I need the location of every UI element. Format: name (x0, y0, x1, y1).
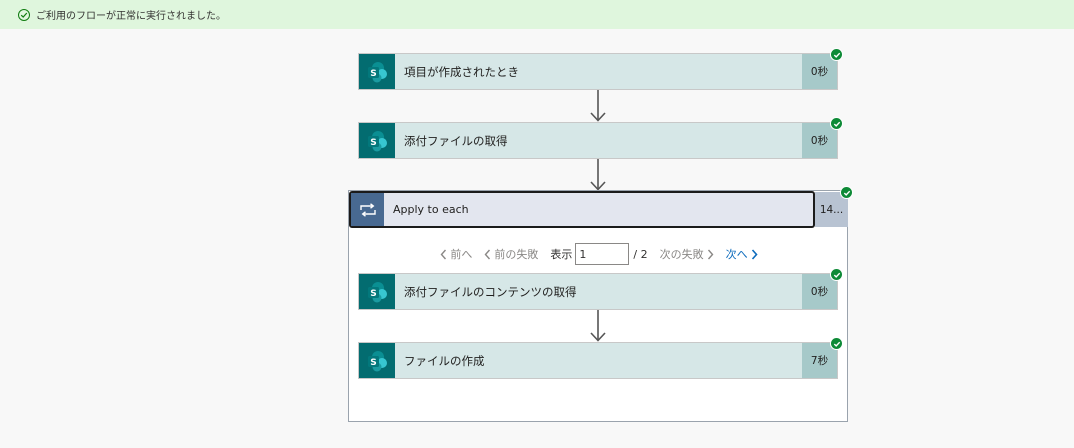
svg-text:S: S (370, 289, 376, 299)
svg-text:S: S (370, 69, 376, 79)
step-title: 添付ファイルの取得 (404, 133, 508, 148)
prev-failed-button[interactable]: 前の失敗 (484, 246, 538, 262)
step-duration: 7秒 (802, 343, 837, 378)
step-duration: 0秒 (802, 274, 837, 309)
loop-icon (351, 193, 384, 226)
iteration-input[interactable] (575, 243, 630, 265)
step-card-trigger[interactable]: S 項目が作成されたとき 0秒 (358, 48, 843, 90)
next-failed-button[interactable]: 次の失敗 (660, 246, 714, 262)
show-label: 表示 (550, 248, 573, 261)
apply-to-each-header[interactable]: Apply to each (349, 191, 815, 228)
arrow-down-icon (590, 90, 606, 122)
arrow-down-icon (590, 159, 606, 191)
svg-text:S: S (370, 138, 376, 148)
sharepoint-icon: S (359, 54, 395, 89)
success-check-icon (840, 186, 853, 199)
check-circle-icon (18, 8, 30, 21)
step-duration: 0秒 (802, 54, 837, 89)
step-card-create-file[interactable]: S ファイルの作成 7秒 (358, 337, 843, 379)
chevron-right-icon (751, 248, 758, 260)
iteration-pager: 前へ 前の失敗 表示 / 2 次の失敗 次へ (349, 243, 849, 265)
step-card-get-attachment-content[interactable]: S 添付ファイルのコンテンツの取得 0秒 (358, 268, 843, 310)
prev-button[interactable]: 前へ (440, 246, 472, 262)
sharepoint-icon: S (359, 123, 395, 158)
loop-duration: 14... (815, 192, 848, 227)
step-title: 項目が作成されたとき (404, 64, 519, 79)
success-banner: ご利用のフローが正常に実行されました。 (0, 0, 1074, 29)
step-title: ファイルの作成 (404, 353, 485, 368)
step-duration: 0秒 (802, 123, 837, 158)
success-check-icon (830, 48, 843, 61)
banner-message: ご利用のフローが正常に実行されました。 (36, 11, 226, 22)
chevron-left-icon (484, 249, 491, 259)
next-button[interactable]: 次へ (726, 246, 758, 262)
step-card-get-attachments[interactable]: S 添付ファイルの取得 0秒 (358, 117, 843, 159)
arrow-down-icon (590, 310, 606, 342)
chevron-right-icon (707, 249, 714, 259)
success-check-icon (830, 337, 843, 350)
sharepoint-icon: S (359, 343, 395, 378)
loop-title: Apply to each (393, 203, 469, 216)
svg-text:S: S (370, 358, 376, 368)
iteration-total: / 2 (633, 247, 648, 261)
sharepoint-icon: S (359, 274, 395, 309)
success-check-icon (830, 268, 843, 281)
chevron-left-icon (440, 249, 447, 259)
success-check-icon (830, 117, 843, 130)
step-title: 添付ファイルのコンテンツの取得 (404, 284, 577, 299)
